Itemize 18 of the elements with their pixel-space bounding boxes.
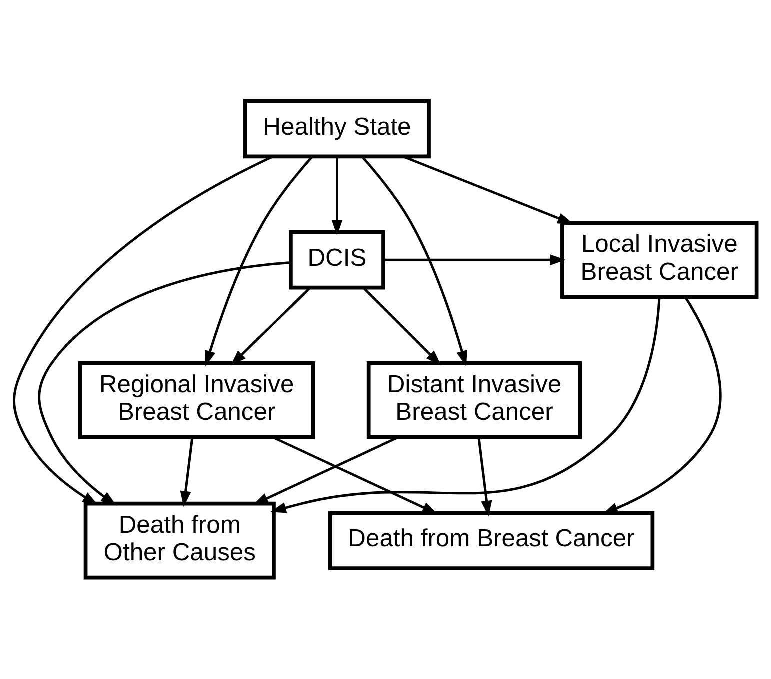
node-box: Local Invasive Breast Cancer: [560, 221, 759, 299]
arrow: [478, 438, 492, 517]
arrow: [180, 438, 194, 508]
node-box: Death from Breast Cancer: [328, 511, 655, 570]
node-box: Death from Other Causes: [84, 502, 276, 580]
arrow: [384, 254, 566, 266]
node-box: Healthy State: [244, 99, 431, 159]
arrow: [362, 287, 442, 366]
node-box: Regional Invasive Breast Cancer: [78, 361, 316, 440]
node-box: Distant Invasive Breast Cancer: [366, 361, 582, 440]
arrow: [332, 157, 343, 236]
arrow: [38, 262, 291, 506]
node-box: DCIS: [289, 230, 386, 290]
arrow: [270, 297, 661, 514]
arrow: [204, 156, 314, 367]
arrow: [13, 156, 274, 506]
arrow: [361, 156, 468, 367]
arrow: [230, 287, 312, 366]
